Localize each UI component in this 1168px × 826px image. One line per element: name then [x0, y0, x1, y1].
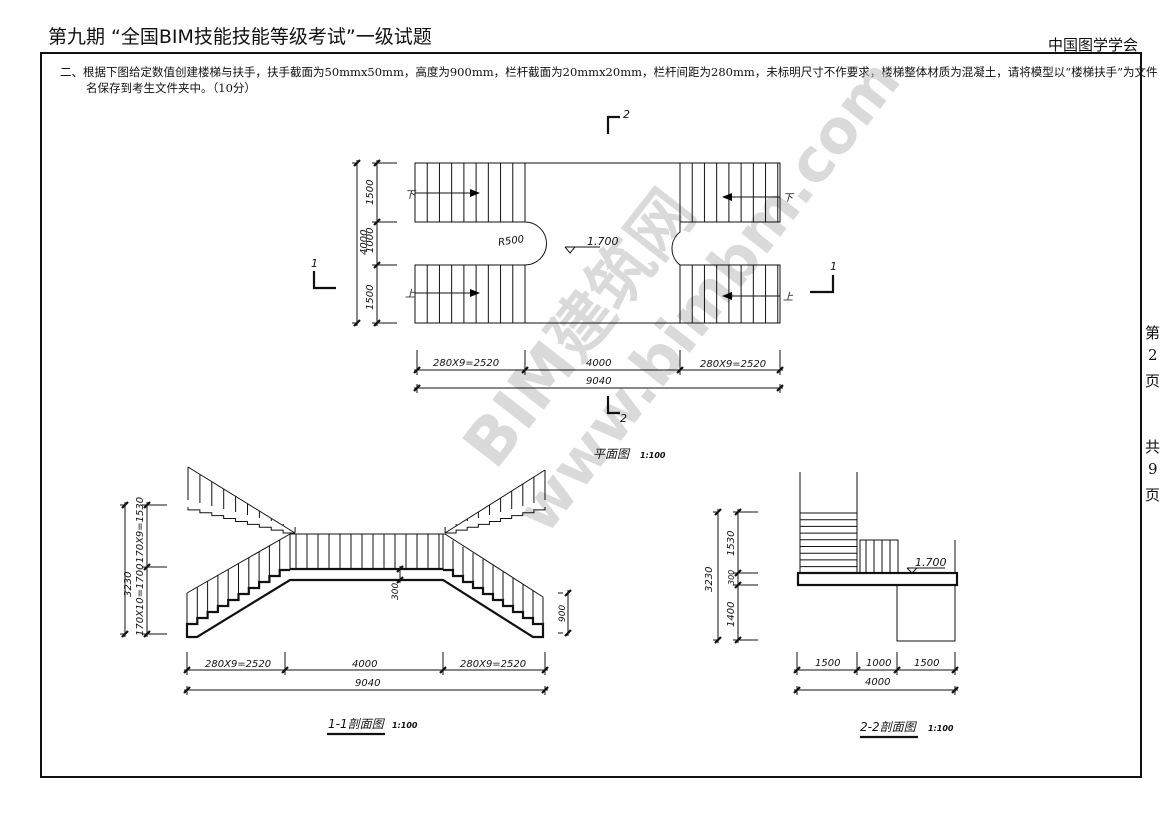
exam-title: 第九期 “全国BIM技能技能等级考试”一级试题: [48, 26, 432, 48]
total-pages: 9: [1148, 460, 1158, 478]
svg-text:170X10=1700: 170X10=1700: [135, 564, 146, 637]
svg-text:3230: 3230: [704, 567, 715, 592]
plan-outline: [414, 162, 781, 324]
section-1-1: 3230 170X9=1530 170X10=1700 300 900 280X…: [120, 466, 572, 736]
section-1-1-title: 1-1剖面图: [328, 717, 386, 731]
svg-text:2: 2: [620, 412, 627, 425]
dim: 1500: [365, 180, 376, 205]
svg-text:900: 900: [558, 605, 568, 622]
stair-slab: [185, 578, 545, 639]
section-2-2-drawing: [800, 512, 891, 573]
elevation-marker-icon: [564, 246, 577, 254]
dim: 280X9=2520: [433, 358, 499, 369]
arrow-head-icon: [470, 289, 480, 297]
dim: 280X9=2520: [700, 359, 766, 370]
svg-text:1:100: 1:100: [928, 724, 954, 733]
up-label: 上: [783, 291, 794, 303]
dim: 4000: [586, 358, 611, 369]
section-mark-1: [312, 271, 336, 290]
section-1-1-drawing: [185, 466, 546, 639]
plan-scale: 1:100: [640, 451, 666, 460]
svg-text:2: 2: [623, 108, 630, 121]
up-label: 上: [405, 288, 416, 300]
svg-text:300: 300: [727, 570, 736, 585]
svg-text:1:100: 1:100: [392, 721, 418, 730]
dim-tick: [564, 629, 572, 637]
svg-text:1400: 1400: [726, 602, 737, 627]
svg-text:4000: 4000: [352, 659, 377, 670]
svg-text:1: 1: [830, 260, 837, 273]
down-label: 下: [405, 190, 417, 201]
section-2-2: 1.700 3230 1530 300 1400 1500 1000 1500 …: [704, 472, 959, 739]
svg-text:1: 1: [311, 257, 318, 270]
handrail: [187, 466, 296, 534]
elevation-label: 1.700: [587, 235, 619, 248]
svg-text:1530: 1530: [726, 531, 737, 556]
svg-text:3230: 3230: [123, 572, 134, 597]
watermark: BIM建筑网 www.bimbm.com: [450, 47, 915, 546]
svg-text:9040: 9040: [355, 678, 380, 689]
section-2-2-dimensions: [713, 508, 959, 695]
down-label: 下: [783, 193, 795, 204]
stair-flight: [445, 507, 546, 534]
dim-total: 9040: [586, 376, 611, 387]
dim-tick: [564, 589, 572, 597]
svg-text:1000: 1000: [866, 658, 891, 669]
page-char: 页: [1145, 372, 1161, 390]
radius-label: R500: [498, 234, 525, 249]
section-mark-2: [606, 396, 620, 415]
question-frame: [40, 52, 1142, 778]
svg-text:280X9=2520: 280X9=2520: [205, 659, 271, 670]
total-char: 共: [1145, 438, 1161, 456]
page-char: 页: [1145, 486, 1161, 504]
page-number: 2: [1148, 346, 1158, 364]
plan-view: 下 上 下 上 R500 1.700 2 2 1 1 4000 1500 100…: [311, 108, 837, 461]
section-2-2-title: 2-2剖面图: [860, 720, 918, 734]
svg-text:170X9=1530: 170X9=1530: [135, 497, 146, 563]
dim: 1500: [365, 285, 376, 310]
question-text-line1: 二、根据下图给定数值创建楼梯与扶手，扶手截面为50mmx50mm，高度为900m…: [60, 65, 1158, 79]
svg-text:1500: 1500: [815, 658, 840, 669]
section-1-1-dimensions: [120, 501, 572, 695]
svg-text:4000: 4000: [865, 677, 890, 688]
svg-text:1.700: 1.700: [915, 556, 947, 569]
plan-title: 平面图: [593, 447, 631, 461]
dim-total: 4000: [359, 230, 370, 255]
section-mark-2: [606, 115, 620, 134]
page-char: 第: [1145, 324, 1161, 342]
svg-text:1500: 1500: [914, 658, 939, 669]
arrow-head-icon: [722, 193, 732, 201]
arrow-head-icon: [470, 189, 480, 197]
plan-dimensions: [352, 159, 784, 393]
section-mark-1: [810, 275, 835, 294]
handrail: [444, 533, 544, 598]
stair-flight: [187, 507, 295, 534]
svg-text:280X9=2520: 280X9=2520: [460, 659, 526, 670]
svg-text:300: 300: [391, 583, 401, 600]
organization-name: 中国图学学会: [1047, 36, 1138, 54]
dim: 1000: [365, 228, 376, 253]
question-text-line2: 名保存到考生文件夹中。（10分）: [86, 81, 256, 95]
arrow-head-icon: [722, 292, 732, 300]
handrail: [444, 469, 546, 534]
